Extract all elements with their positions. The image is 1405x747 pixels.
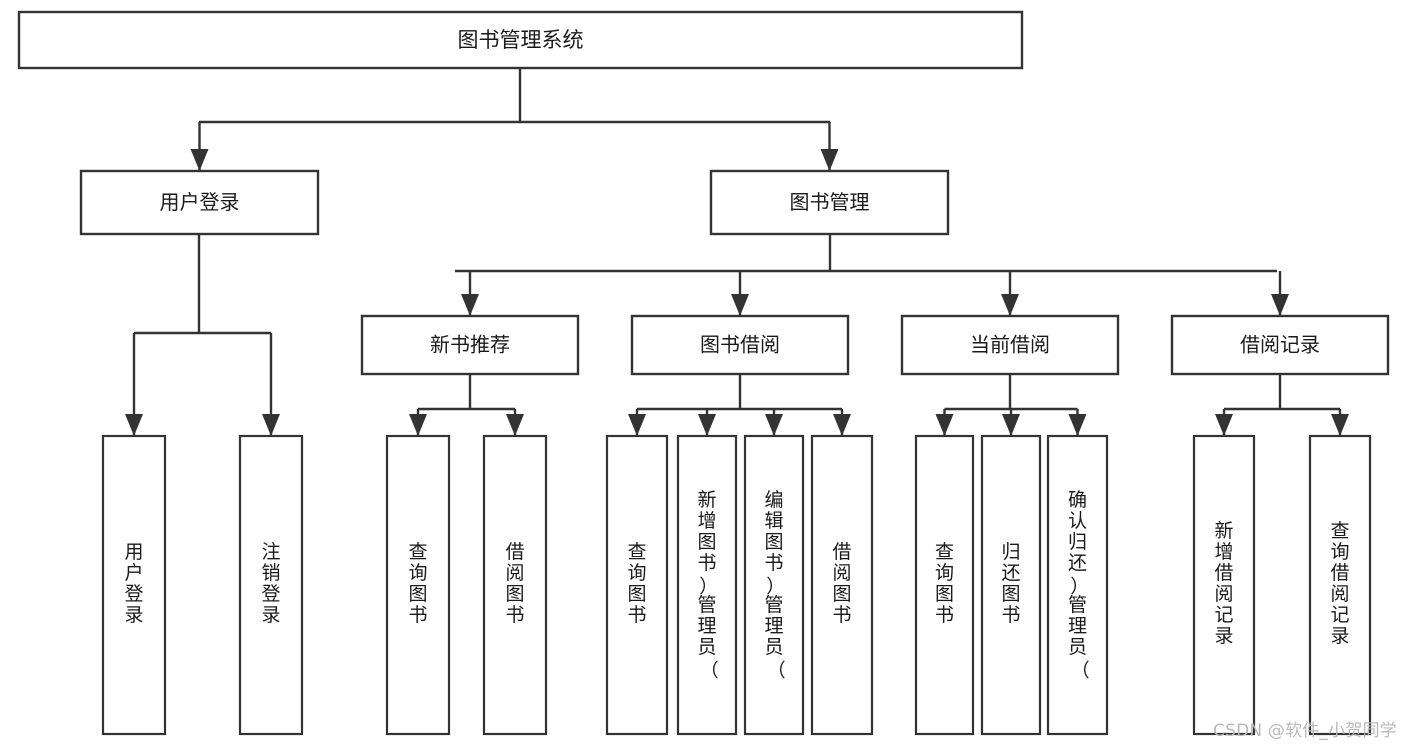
node-label-new-book-recommend: 新书推荐 — [430, 333, 510, 357]
node-box-leaf-add-record[interactable] — [1192, 434, 1256, 736]
node-box-book-borrow[interactable] — [630, 314, 850, 376]
arrow-down-icon — [1001, 294, 1019, 316]
arrow-down-icon — [820, 149, 839, 171]
watermark-text: CSDN @软件_小贺同学 — [1213, 721, 1397, 741]
connectors-layer — [125, 68, 1349, 436]
arrow-down-icon — [698, 414, 716, 436]
arrow-down-icon — [461, 294, 479, 316]
boxes-layer — [17, 10, 1390, 736]
node-box-borrow-record[interactable] — [1170, 314, 1390, 376]
arrow-down-icon — [506, 414, 524, 436]
arrow-down-icon — [731, 294, 749, 316]
node-box-leaf-logout[interactable] — [238, 434, 304, 736]
arrow-down-icon — [262, 414, 280, 436]
arrow-down-icon — [190, 149, 209, 171]
node-box-leaf-query-record[interactable] — [1308, 434, 1372, 736]
node-box-book-manage[interactable] — [709, 169, 950, 236]
node-label-user-login: 用户登录 — [160, 190, 240, 214]
node-label-book-management-system: 图书管理系统 — [458, 28, 584, 52]
arrow-down-icon — [1331, 414, 1349, 436]
arrow-down-icon — [833, 414, 851, 436]
node-box-leaf-query-book-3[interactable] — [914, 434, 975, 736]
node-box-leaf-user-login[interactable] — [101, 434, 167, 736]
arrow-down-icon — [125, 414, 143, 436]
node-box-current-borrow[interactable] — [900, 314, 1120, 376]
node-box-leaf-edit-book[interactable] — [743, 434, 805, 736]
node-box-leaf-confirm-return[interactable] — [1046, 434, 1109, 736]
node-box-leaf-add-book[interactable] — [676, 434, 738, 736]
node-label-current-borrow: 当前借阅 — [970, 333, 1050, 357]
arrow-down-icon — [765, 414, 783, 436]
arrow-down-icon — [409, 414, 427, 436]
node-label-borrow-record: 借阅记录 — [1240, 333, 1320, 357]
node-box-leaf-borrow-book-2[interactable] — [810, 434, 874, 736]
node-box-book-management-system[interactable] — [17, 10, 1024, 70]
node-label-book-borrow: 图书借阅 — [700, 333, 780, 357]
node-box-leaf-return-book[interactable] — [980, 434, 1042, 736]
node-box-new-book-recommend[interactable] — [360, 314, 580, 376]
node-label-book-manage: 图书管理 — [790, 190, 870, 214]
arrow-down-icon — [1002, 414, 1020, 436]
arrow-down-icon — [935, 414, 954, 436]
arrow-down-icon — [1271, 294, 1289, 316]
node-box-leaf-query-book-2[interactable] — [605, 434, 669, 736]
arrow-down-icon — [1215, 414, 1233, 436]
node-box-leaf-query-book-1[interactable] — [385, 434, 451, 736]
node-box-user-login[interactable] — [79, 169, 320, 236]
node-box-leaf-borrow-book-1[interactable] — [482, 434, 548, 736]
arrow-down-icon — [628, 414, 646, 436]
arrow-down-icon — [1068, 414, 1087, 436]
